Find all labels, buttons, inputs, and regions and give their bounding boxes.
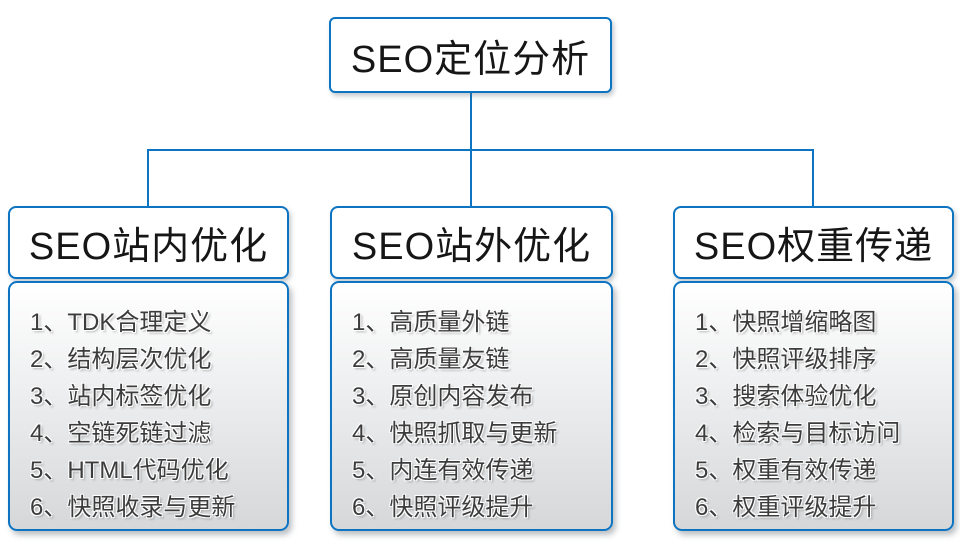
list-item: 4、空链死链过滤	[30, 420, 212, 447]
list-item: 6、快照评级提升	[352, 494, 534, 521]
list-item: 5、权重有效传递	[695, 457, 877, 484]
root-node-label: SEO定位分析	[350, 38, 591, 81]
connector-trunk	[470, 92, 472, 150]
list-item: 2、结构层次优化	[30, 346, 212, 373]
branch-onsite-header: SEO站内优化	[8, 206, 289, 279]
list-item: 6、快照收录与更新	[30, 494, 236, 521]
branch-onsite-title: SEO站内优化	[28, 226, 269, 268]
connector-horizontal	[147, 149, 814, 151]
branch-offsite-list: 1、高质量外链 2、高质量友链 3、原创内容发布 4、快照抓取与更新 5、内连有…	[330, 281, 613, 531]
list-item: 4、快照抓取与更新	[352, 420, 558, 447]
branch-weight-title: SEO权重传递	[693, 226, 934, 268]
branch-onsite-list: 1、TDK合理定义 2、结构层次优化 3、站内标签优化 4、空链死链过滤 5、H…	[8, 281, 289, 531]
list-item: 1、TDK合理定义	[30, 309, 212, 336]
branch-weight-list: 1、快照增缩略图 2、快照评级排序 3、搜索体验优化 4、检索与目标访问 5、权…	[673, 281, 954, 531]
list-item: 2、快照评级排序	[695, 346, 877, 373]
branch-weight-header: SEO权重传递	[673, 206, 954, 279]
list-item: 5、内连有效传递	[352, 457, 534, 484]
list-item: 3、原创内容发布	[352, 383, 534, 410]
list-item: 3、站内标签优化	[30, 383, 212, 410]
list-item: 5、HTML代码优化	[30, 457, 229, 484]
root-node: SEO定位分析	[329, 17, 612, 93]
list-item: 4、检索与目标访问	[695, 420, 901, 447]
list-item: 6、权重评级提升	[695, 494, 877, 521]
connector-drop-center	[470, 149, 472, 208]
list-item: 1、高质量外链	[352, 309, 510, 336]
branch-offsite-header: SEO站外优化	[330, 206, 613, 279]
list-item: 2、高质量友链	[352, 346, 510, 373]
list-item: 1、快照增缩略图	[695, 309, 877, 336]
list-item: 3、搜索体验优化	[695, 383, 877, 410]
connector-drop-left	[147, 149, 149, 208]
branch-offsite-title: SEO站外优化	[351, 226, 592, 268]
connector-drop-right	[812, 149, 814, 208]
